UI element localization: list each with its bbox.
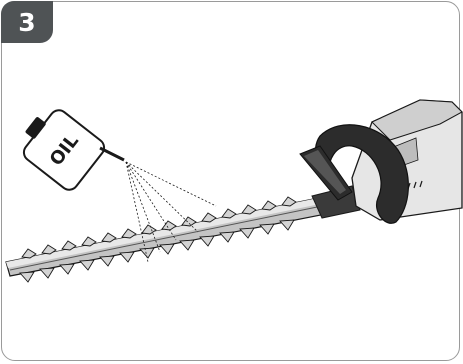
cutter-blade (6, 197, 326, 282)
oil-can-icon: OIL (12, 101, 124, 194)
